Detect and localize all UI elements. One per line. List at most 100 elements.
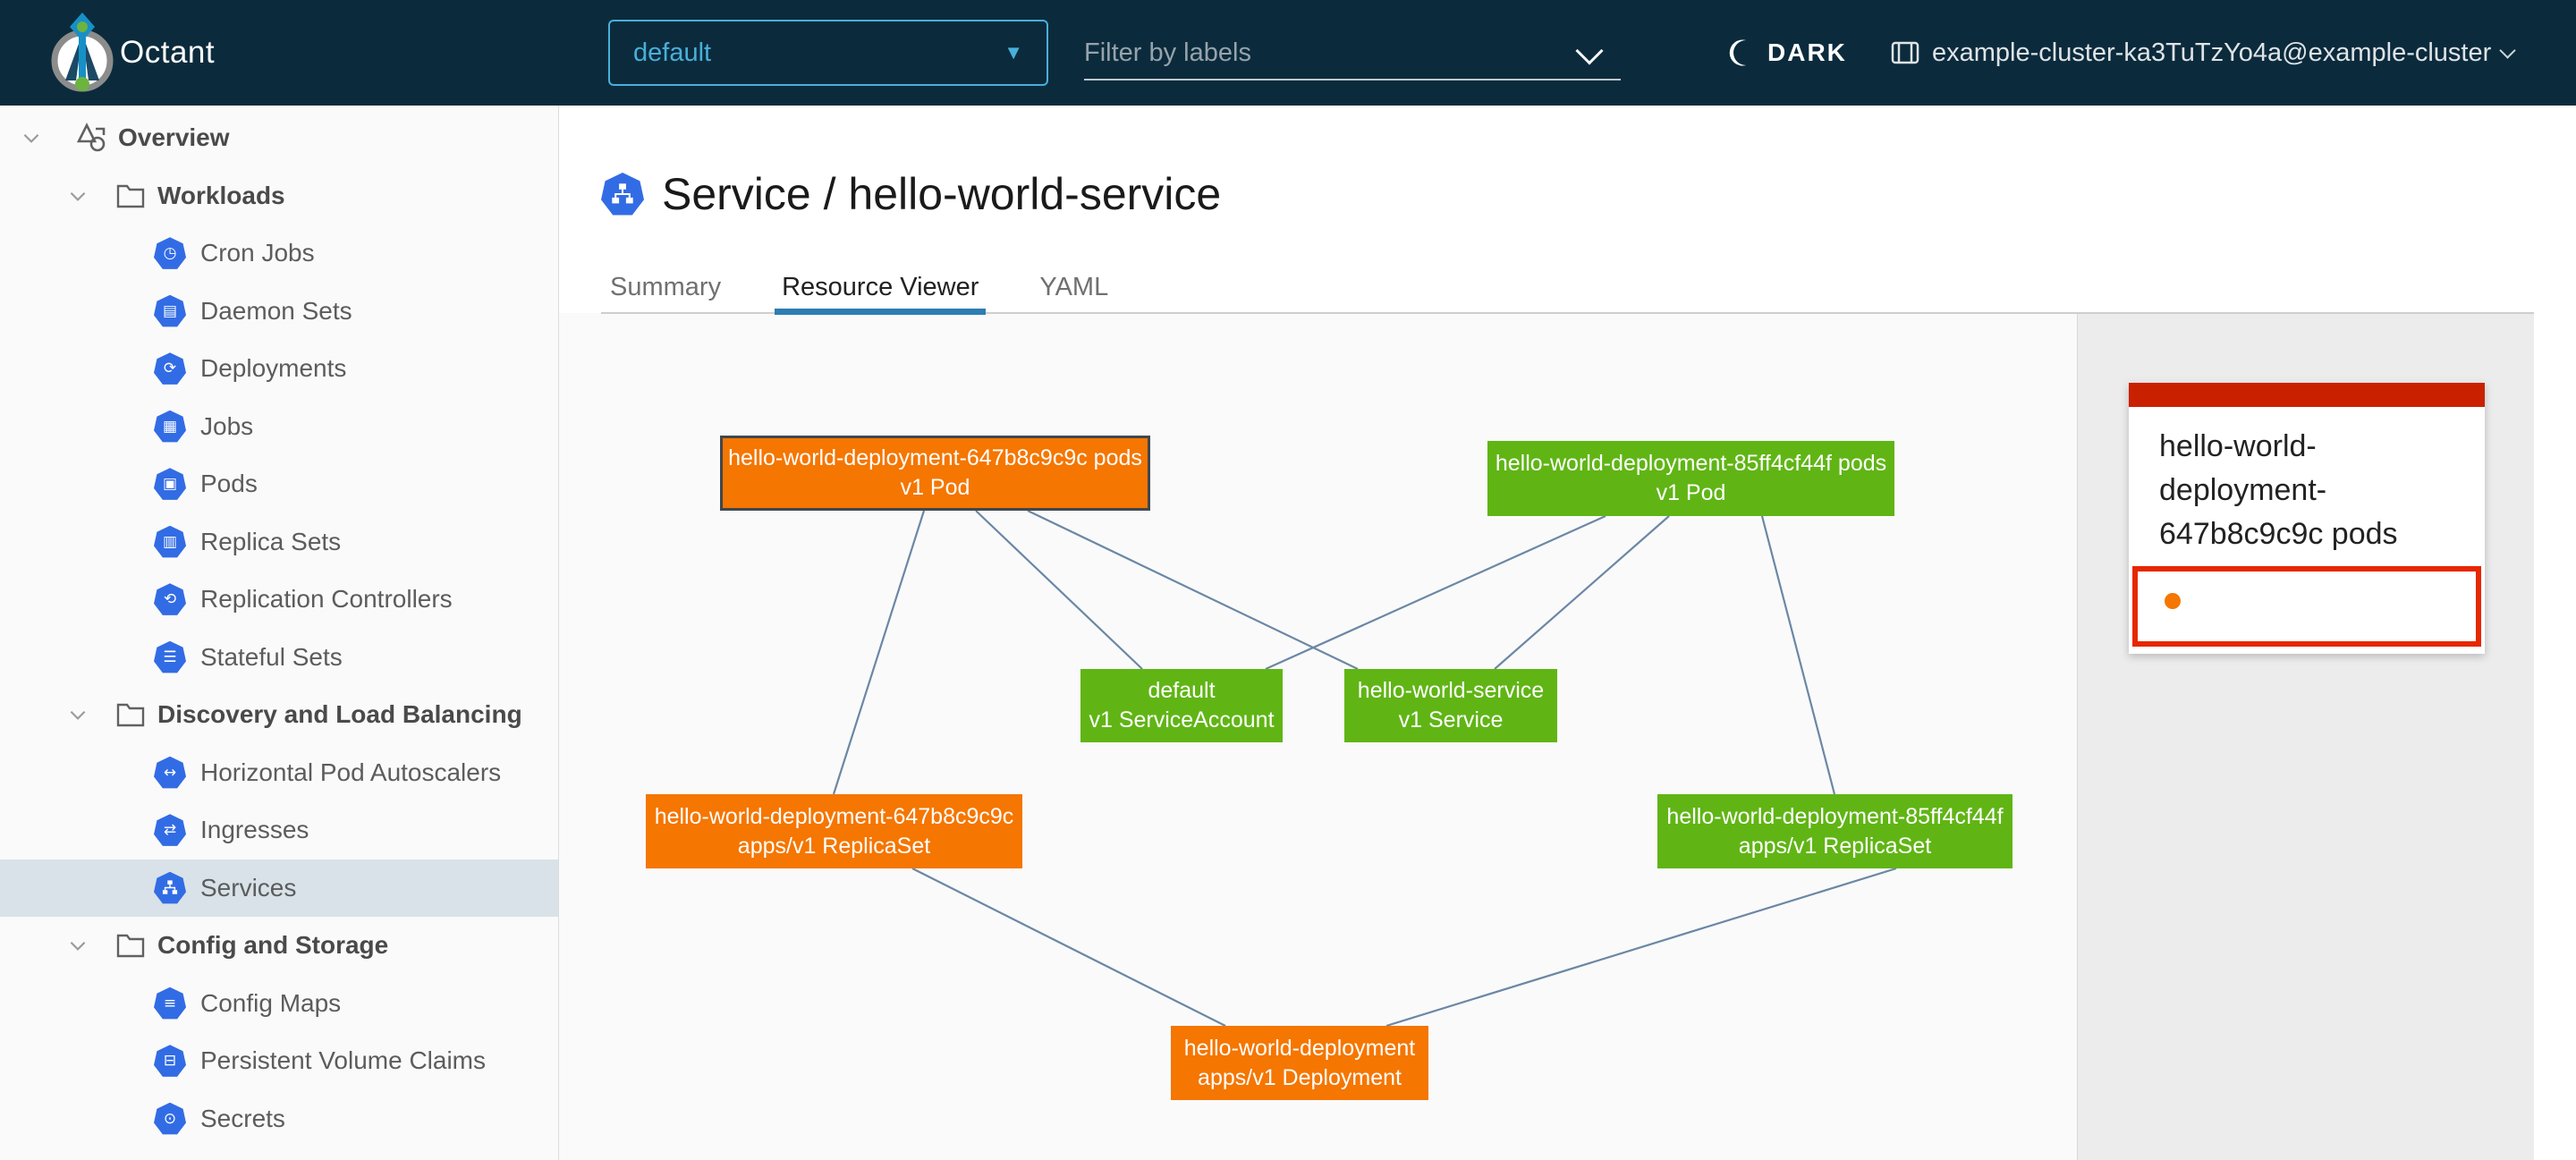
graph-edge-pod-85ff4cf44f-to-service-hello-world-service bbox=[1494, 515, 1670, 670]
card-title: hello-world-deployment-647b8c9c9c pods bbox=[2159, 429, 2398, 551]
sidebar-item-label: Replica Sets bbox=[200, 527, 342, 555]
page-header: Service / hello-world-service bbox=[601, 168, 1221, 220]
sidebar-item-config-and-storage[interactable]: Config and Storage bbox=[0, 917, 558, 975]
sidebar-item-deployments[interactable]: ⟳Deployments bbox=[0, 340, 558, 398]
dark-theme-toggle[interactable]: DARK bbox=[1726, 0, 1847, 106]
sidebar-item-services[interactable]: Services bbox=[0, 859, 558, 917]
sidebar-item-persistent-volume-claims[interactable]: ⊟ Persistent Volume Claims bbox=[0, 1032, 558, 1090]
sidebar-item-pods[interactable]: ▣Pods bbox=[0, 455, 558, 513]
graph-edges bbox=[832, 510, 1897, 1028]
sidebar-item-ingresses[interactable]: ⇄Ingresses bbox=[0, 801, 558, 859]
graph-node-label: hello-world-deployment bbox=[1183, 1035, 1416, 1061]
graph-node-label: v1 Service bbox=[1398, 707, 1504, 732]
graph-node-label: hello-world-deployment-647b8c9c9c bbox=[654, 803, 1014, 829]
label-filter-input[interactable] bbox=[1084, 27, 1621, 80]
sidebar-item-overview[interactable]: Overview bbox=[0, 109, 558, 167]
sidebar-item-stateful-sets[interactable]: ☰Stateful Sets bbox=[0, 629, 558, 687]
folder-icon bbox=[116, 704, 145, 727]
sidebar-item-daemon-sets[interactable]: ▤Daemon Sets bbox=[0, 283, 558, 341]
sidebar-item-label: Workloads bbox=[157, 181, 285, 209]
folder-icon bbox=[116, 184, 145, 207]
chevron-down-icon[interactable] bbox=[66, 703, 89, 726]
card-highlight-box bbox=[2132, 566, 2481, 647]
cluster-context-selector[interactable]: example-cluster-ka3TuTzYo4a@example-clus… bbox=[1889, 0, 2516, 106]
graph-node-label: v1 ServiceAccount bbox=[1089, 707, 1275, 732]
sidebar-item-label: Cron Jobs bbox=[200, 239, 315, 267]
graph-node-label: v1 Pod bbox=[900, 475, 970, 500]
service-kind-icon bbox=[601, 173, 644, 216]
horizontal-pod-autoscalers-icon: ↔ bbox=[154, 756, 186, 789]
chevron-down-icon bbox=[2499, 41, 2516, 59]
cluster-icon bbox=[1891, 41, 1919, 64]
app-title: Octant bbox=[120, 35, 216, 70]
dark-theme-label: DARK bbox=[1767, 38, 1847, 66]
graph-edge-pod-647b8c9c9c-to-serviceaccount-default bbox=[975, 510, 1143, 670]
graph-node-label: hello-world-deployment-85ff4cf44f pods bbox=[1495, 451, 1887, 476]
graph-node-replicaset-647b8c9c9c[interactable]: hello-world-deployment-647b8c9c9c apps/v1… bbox=[646, 794, 1022, 868]
sidebar-item-label: Stateful Sets bbox=[200, 642, 343, 671]
graph-edge-replicaset-85ff4cf44f-to-deployment-hello-world bbox=[1385, 867, 1897, 1028]
sidebar-item-label: Services bbox=[200, 873, 297, 902]
cron-jobs-icon: ◷ bbox=[154, 237, 186, 269]
chevron-down-icon[interactable] bbox=[20, 126, 43, 149]
page-title: Service / hello-world-service bbox=[662, 169, 1222, 219]
namespace-dropdown[interactable]: default ▼ bbox=[608, 20, 1048, 86]
sidebar-item-label: Persistent Volume Claims bbox=[200, 1046, 487, 1075]
card-status-bar bbox=[2129, 383, 2485, 407]
services-icon bbox=[154, 871, 186, 904]
replication-controllers-icon: ⟲ bbox=[154, 583, 186, 615]
detail-panel: hello-world-deployment-647b8c9c9c pods bbox=[2077, 313, 2534, 1160]
tab-bar: Summary Resource Viewer YAML bbox=[603, 260, 1115, 315]
jobs-icon: ▦ bbox=[154, 410, 186, 443]
folder-icon bbox=[116, 935, 145, 958]
sidebar-item-label: Jobs bbox=[200, 411, 254, 440]
sidebar-item-replica-sets[interactable]: ▥ Replica Sets bbox=[0, 513, 558, 572]
chevron-down-icon[interactable] bbox=[66, 184, 89, 207]
tab-yaml[interactable]: YAML bbox=[1039, 273, 1109, 301]
sidebar-item-discovery-and-load-balancing[interactable]: Discovery and Load Balancing bbox=[0, 686, 558, 744]
octant-logo-icon bbox=[51, 13, 114, 92]
sidebar-item-label: Overview bbox=[118, 123, 230, 152]
tab-resource-viewer[interactable]: Resource Viewer bbox=[775, 260, 987, 315]
sidebar-item-jobs[interactable]: ▦ Jobs bbox=[0, 398, 558, 456]
sidebar-item-label: Discovery and Load Balancing bbox=[157, 700, 522, 729]
chevron-down-icon[interactable] bbox=[66, 934, 89, 957]
sidebar-item-label: Config and Storage bbox=[157, 931, 389, 960]
graph-node-pod-85ff4cf44f[interactable]: hello-world-deployment-85ff4cf44f pods v1… bbox=[1487, 441, 1894, 516]
tab-summary[interactable]: Summary bbox=[610, 273, 722, 301]
sidebar-item-label: Replication Controllers bbox=[200, 585, 453, 614]
graph-node-label: v1 Pod bbox=[1656, 480, 1726, 505]
graph-edge-pod-647b8c9c9c-to-replicaset-647b8c9c9c bbox=[832, 510, 926, 795]
sidebar-item-replication-controllers[interactable]: ⟲ Replication Controllers bbox=[0, 571, 558, 629]
persistent-volume-claims-icon: ⊟ bbox=[154, 1045, 186, 1077]
graph-edge-pod-85ff4cf44f-to-serviceaccount-default bbox=[1265, 514, 1606, 671]
secrets-icon: ⊙ bbox=[154, 1102, 186, 1135]
namespace-dropdown-value: default bbox=[633, 38, 712, 67]
sidebar-item-label: Daemon Sets bbox=[200, 296, 352, 325]
sidebar-item-config-maps[interactable]: ≡Config Maps bbox=[0, 975, 558, 1033]
sidebar-item-workloads[interactable]: Workloads bbox=[0, 167, 558, 225]
sidebar-item-secrets[interactable]: ⊙Secrets bbox=[0, 1090, 558, 1148]
config-maps-icon: ≡ bbox=[154, 986, 186, 1020]
status-dot-icon[interactable] bbox=[2165, 593, 2181, 609]
ingresses-icon: ⇄ bbox=[154, 814, 186, 846]
graph-node-deployment-hello-world[interactable]: hello-world-deployment apps/v1 Deployment bbox=[1171, 1026, 1428, 1100]
graph-node-label: apps/v1 ReplicaSet bbox=[1738, 833, 1932, 859]
replica-sets-icon: ▥ bbox=[154, 525, 186, 558]
sidebar-item-cron-jobs[interactable]: ◷ Cron Jobs bbox=[0, 224, 558, 283]
graph-edge-pod-85ff4cf44f-to-replicaset-85ff4cf44f bbox=[1760, 515, 1836, 795]
sidebar-item-label: Pods bbox=[200, 470, 258, 498]
graph-node-label: apps/v1 Deployment bbox=[1198, 1064, 1402, 1090]
graph-node-label: apps/v1 ReplicaSet bbox=[737, 833, 931, 859]
selected-node-card[interactable]: hello-world-deployment-647b8c9c9c pods bbox=[2129, 383, 2485, 654]
tabs-divider bbox=[601, 312, 2534, 314]
label-filter bbox=[1084, 27, 1621, 80]
sidebar-item-horizontal-pod-autoscalers[interactable]: ↔Horizontal Pod Autoscalers bbox=[0, 744, 558, 802]
